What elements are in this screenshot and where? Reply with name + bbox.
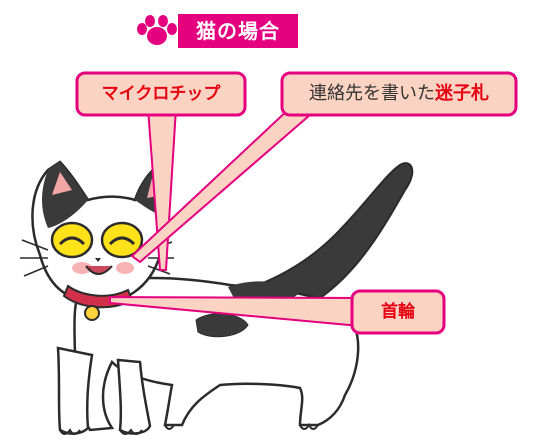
title-badge: 猫の場合 xyxy=(132,14,298,48)
label-name-tag: 連絡先を書いた迷子札 xyxy=(282,75,516,113)
cat-front-leg xyxy=(56,346,94,435)
label-microchip: マイクロチップ xyxy=(101,84,221,104)
cat-eye-line-right xyxy=(108,236,136,246)
callout-collar xyxy=(350,289,446,335)
cat-cheek-2 xyxy=(116,262,134,274)
callout-microchip xyxy=(75,71,247,117)
pointer-lines xyxy=(109,107,361,328)
cat-eye-right xyxy=(100,221,144,259)
cat-left-patch xyxy=(42,162,88,228)
cat-paws xyxy=(59,422,319,435)
paw-icon xyxy=(137,15,177,45)
label-tag-highlight: 迷子札 xyxy=(435,83,489,104)
cat-cheek xyxy=(72,262,92,274)
cat-nose xyxy=(95,258,101,262)
label-tag-prefix: 連絡先を書いた xyxy=(309,83,435,104)
label-collar: 首輪 xyxy=(381,302,415,322)
cat-eye-line-left xyxy=(58,236,86,246)
cat-eye-left xyxy=(50,221,94,259)
name-tag xyxy=(84,305,100,321)
cat-mouth xyxy=(85,265,113,275)
cat-inner-ear xyxy=(52,172,72,195)
callout-tag xyxy=(280,71,518,117)
title-box: 猫の場合 xyxy=(178,14,298,48)
page-title: 猫の場合 xyxy=(196,19,280,43)
cat-side-patch xyxy=(195,313,249,338)
